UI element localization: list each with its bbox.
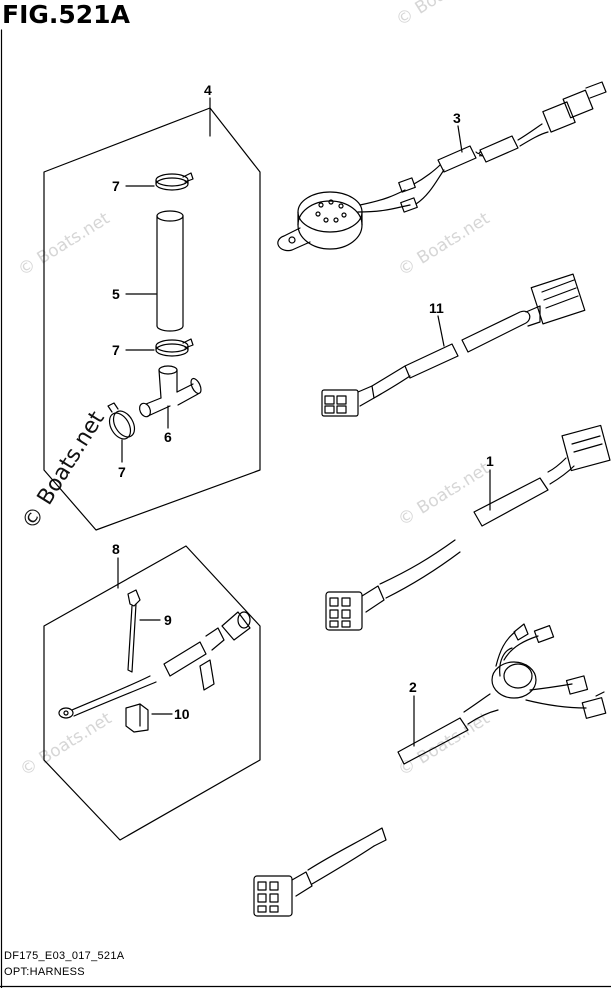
callout-3: 3 bbox=[453, 110, 461, 126]
callout-10: 10 bbox=[174, 706, 190, 722]
hose-clamp-middle bbox=[155, 338, 194, 357]
terminal-cover bbox=[125, 703, 149, 733]
callout-7c: 7 bbox=[118, 464, 126, 480]
figure-code: DF175_E03_017_521A bbox=[4, 950, 125, 962]
leader-11 bbox=[437, 315, 445, 347]
extension-harness-11 bbox=[321, 273, 586, 417]
cable-tie bbox=[127, 589, 141, 673]
leader-3 bbox=[457, 125, 463, 153]
callout-2: 2 bbox=[409, 679, 417, 695]
figure-name: OPT:HARNESS bbox=[4, 966, 85, 978]
harness-2 bbox=[253, 623, 607, 917]
callout-7a: 7 bbox=[112, 178, 120, 194]
hose bbox=[156, 210, 184, 332]
ground-cable bbox=[58, 611, 251, 719]
callout-5: 5 bbox=[112, 286, 120, 302]
callout-6: 6 bbox=[164, 429, 172, 445]
buzzer-harness bbox=[277, 81, 607, 252]
group-8-frame bbox=[43, 545, 261, 841]
callout-4: 4 bbox=[204, 82, 212, 98]
callout-11: 11 bbox=[429, 300, 444, 316]
callout-7b: 7 bbox=[112, 342, 120, 358]
tee-joint bbox=[138, 365, 202, 418]
group-4-frame bbox=[43, 97, 261, 531]
callout-1: 1 bbox=[486, 453, 494, 469]
callout-8: 8 bbox=[112, 541, 120, 557]
main-harness-1 bbox=[325, 424, 611, 631]
figure-title: FIG.521A bbox=[2, 0, 130, 29]
callout-9: 9 bbox=[164, 612, 172, 628]
hose-clamp-top bbox=[155, 172, 194, 191]
hose-clamp-bottom bbox=[107, 402, 136, 440]
